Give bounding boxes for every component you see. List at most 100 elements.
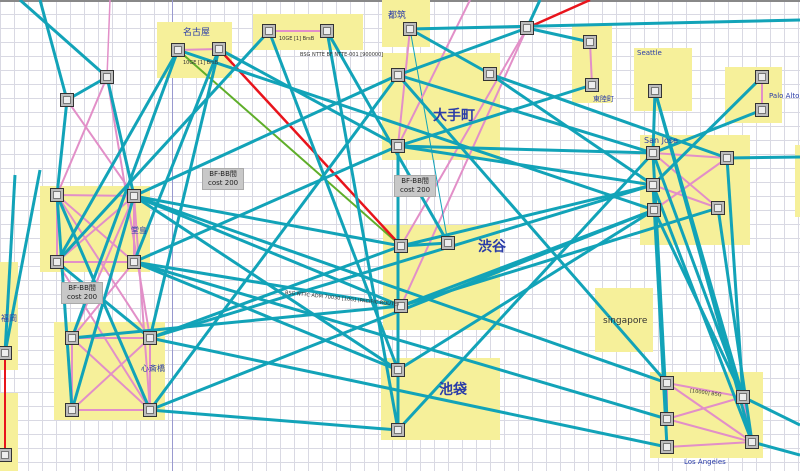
- router-node-icon[interactable]: [0, 346, 12, 360]
- trunk-link[interactable]: [105, 76, 136, 197]
- trunk-link[interactable]: [397, 144, 654, 187]
- router-node-icon[interactable]: [391, 68, 405, 82]
- router-node-icon[interactable]: [646, 146, 660, 160]
- region-singapore[interactable]: [595, 288, 653, 352]
- green-link[interactable]: [177, 49, 402, 247]
- local-link[interactable]: [652, 152, 719, 209]
- trunk-link[interactable]: [133, 194, 399, 372]
- red-link[interactable]: [526, 0, 591, 30]
- local-link[interactable]: [666, 441, 753, 448]
- router-node-icon[interactable]: [320, 24, 334, 38]
- trunk-link[interactable]: [177, 48, 655, 212]
- local-link[interactable]: [71, 337, 151, 411]
- trunk-link[interactable]: [651, 152, 745, 398]
- trunk-link[interactable]: [149, 336, 668, 449]
- trunk-link[interactable]: [3, 169, 42, 354]
- trunk-link[interactable]: [218, 47, 399, 148]
- router-node-icon[interactable]: [720, 151, 734, 165]
- router-node-icon[interactable]: [60, 93, 74, 107]
- local-link[interactable]: [66, 99, 135, 197]
- trunk-link[interactable]: [652, 209, 745, 398]
- router-node-icon[interactable]: [171, 43, 185, 57]
- trunk-link[interactable]: [56, 260, 151, 340]
- router-node-icon[interactable]: [391, 139, 405, 153]
- trunk-link[interactable]: [526, 26, 591, 44]
- router-node-icon[interactable]: [585, 78, 599, 92]
- trunk-link[interactable]: [651, 90, 657, 154]
- trunk-link[interactable]: [71, 304, 402, 340]
- router-node-icon[interactable]: [660, 376, 674, 390]
- router-node-icon[interactable]: [755, 70, 769, 84]
- trunk-link[interactable]: [726, 155, 800, 160]
- trunk-link[interactable]: [397, 144, 654, 155]
- local-link[interactable]: [106, 76, 151, 339]
- local-link[interactable]: [400, 27, 528, 247]
- local-link[interactable]: [666, 382, 753, 443]
- trunk-link[interactable]: [149, 408, 399, 432]
- trunk-link[interactable]: [3, 174, 17, 354]
- router-node-icon[interactable]: [65, 403, 79, 417]
- trunk-link[interactable]: [133, 260, 668, 421]
- region-seattle[interactable]: [634, 48, 692, 111]
- router-node-icon[interactable]: [65, 331, 79, 345]
- router-node-icon[interactable]: [127, 255, 141, 269]
- router-node-icon[interactable]: [127, 189, 141, 203]
- trunk-link[interactable]: [133, 73, 399, 198]
- router-node-icon[interactable]: [646, 178, 660, 192]
- local-link[interactable]: [133, 195, 151, 411]
- router-node-icon[interactable]: [711, 201, 725, 215]
- trunk-link[interactable]: [55, 49, 180, 263]
- trunk-link[interactable]: [19, 0, 108, 79]
- trunk-link[interactable]: [133, 194, 402, 248]
- router-node-icon[interactable]: [0, 448, 12, 462]
- router-node-icon[interactable]: [660, 440, 674, 454]
- router-node-icon[interactable]: [143, 403, 157, 417]
- trunk-link[interactable]: [489, 72, 654, 187]
- router-node-icon[interactable]: [143, 331, 157, 345]
- trunk-link[interactable]: [400, 183, 654, 248]
- router-node-icon[interactable]: [755, 103, 769, 117]
- router-node-icon[interactable]: [394, 239, 408, 253]
- trunk-link[interactable]: [397, 26, 528, 77]
- region-right-edge[interactable]: [795, 145, 800, 217]
- trunk-link[interactable]: [133, 144, 399, 264]
- trunk-link[interactable]: [55, 29, 271, 264]
- router-node-icon[interactable]: [391, 423, 405, 437]
- router-node-icon[interactable]: [660, 412, 674, 426]
- router-node-icon[interactable]: [262, 24, 276, 38]
- router-node-icon[interactable]: [391, 363, 405, 377]
- router-node-icon[interactable]: [403, 22, 417, 36]
- trunk-link[interactable]: [38, 0, 69, 101]
- trunk-link[interactable]: [148, 74, 400, 411]
- router-node-icon[interactable]: [745, 435, 759, 449]
- local-link[interactable]: [666, 396, 744, 420]
- router-node-icon[interactable]: [100, 70, 114, 84]
- router-node-icon[interactable]: [483, 67, 497, 81]
- trunk-link[interactable]: [133, 194, 668, 385]
- trunk-link[interactable]: [652, 108, 763, 155]
- trunk-link[interactable]: [409, 18, 800, 31]
- local-link[interactable]: [652, 152, 728, 159]
- trunk-link[interactable]: [149, 183, 654, 340]
- router-node-icon[interactable]: [520, 21, 534, 35]
- trunk-link[interactable]: [55, 99, 69, 196]
- trunk-link[interactable]: [325, 30, 450, 244]
- local-link[interactable]: [397, 0, 471, 147]
- trunk-link[interactable]: [133, 260, 399, 372]
- trunk-link[interactable]: [396, 74, 669, 384]
- red-link[interactable]: [218, 48, 402, 247]
- router-node-icon[interactable]: [583, 35, 597, 49]
- trunk-link[interactable]: [742, 395, 800, 427]
- router-node-icon[interactable]: [736, 390, 750, 404]
- trunk-link[interactable]: [651, 152, 669, 420]
- trunk-link[interactable]: [149, 244, 402, 340]
- local-link[interactable]: [56, 76, 108, 196]
- trunk-link[interactable]: [489, 72, 728, 160]
- local-link[interactable]: [589, 41, 593, 86]
- router-node-icon[interactable]: [212, 42, 226, 56]
- router-node-icon[interactable]: [394, 299, 408, 313]
- trunk-link[interactable]: [132, 48, 221, 263]
- local-link[interactable]: [106, 0, 111, 78]
- router-node-icon[interactable]: [648, 84, 662, 98]
- trunk-link[interactable]: [725, 157, 745, 398]
